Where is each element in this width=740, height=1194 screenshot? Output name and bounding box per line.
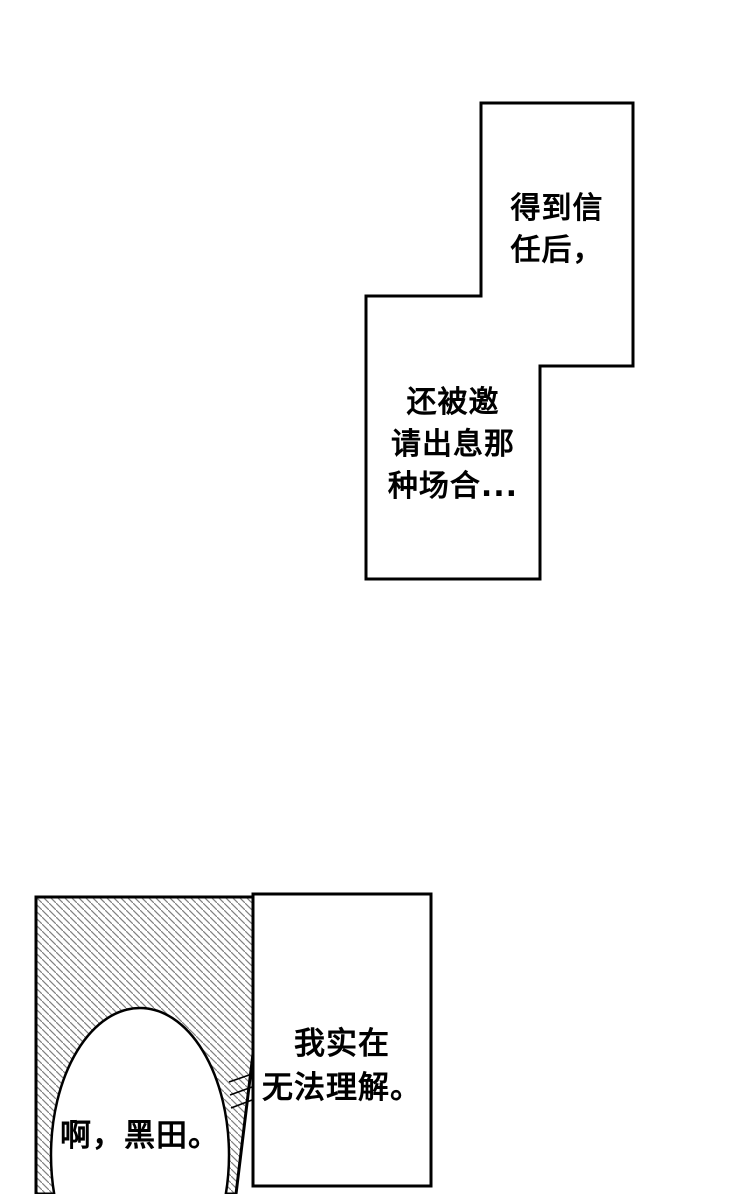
caption-middle-text: 还被邀 请出息那 种场合... bbox=[366, 382, 540, 508]
caption-line: 还被邀 bbox=[406, 385, 500, 420]
speech-bubble bbox=[49, 1006, 231, 1194]
caption-line: 种场合... bbox=[387, 469, 519, 504]
caption-line: 请出息那 bbox=[391, 427, 515, 462]
background-detail-lines bbox=[228, 1073, 253, 1109]
caption-top-text: 得到信 任后， bbox=[481, 188, 633, 272]
caption-line: 得到信 bbox=[510, 191, 604, 226]
caption-box-stepped bbox=[364, 101, 635, 581]
caption-bottom-text: 我实在 无法理解。 bbox=[253, 1022, 431, 1110]
caption-line: 任后， bbox=[510, 233, 604, 268]
caption-line: 无法理解。 bbox=[262, 1070, 422, 1106]
caption-box-bottom bbox=[251, 892, 433, 1188]
speech-bubble-text: 啊，黑田。 bbox=[60, 1118, 220, 1154]
caption-line: 我实在 bbox=[294, 1026, 390, 1062]
